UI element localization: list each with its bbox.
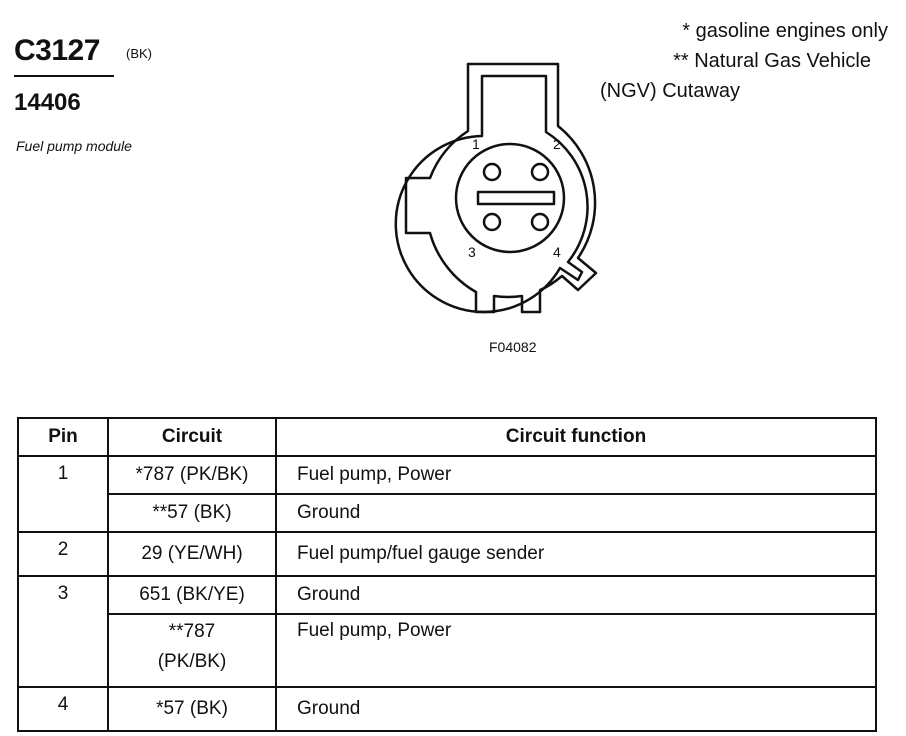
circuit-cell: 29 (YE/WH) (107, 531, 277, 577)
table-row: 3 651 (BK/YE) Ground (17, 575, 877, 688)
housing-outline (404, 62, 598, 314)
part-number: 14406 (14, 89, 81, 116)
note-gasoline: * gasoline engines only (682, 20, 888, 42)
function-cell: Ground (275, 686, 877, 732)
function-cell: Ground (275, 493, 877, 533)
inner-shell (394, 74, 589, 314)
connector-face-diagram: 1 2 3 4 (394, 62, 598, 314)
connector-color: (BK) (126, 46, 152, 61)
pin-hole-2 (530, 162, 550, 182)
circuit-cell: **787 (PK/BK) (107, 613, 277, 688)
table-row: 2 29 (YE/WH) Fuel pump/fuel gauge sender (17, 531, 877, 577)
function-cell: Fuel pump, Power (275, 613, 877, 688)
pin-cell: 4 (17, 686, 109, 732)
connector-description: Fuel pump module (16, 138, 132, 154)
table-row: **57 (BK) Ground (18, 493, 877, 533)
pin-cell: 2 (17, 531, 109, 577)
key-bar (476, 190, 556, 206)
table-row: 4 *57 (BK) Ground (17, 686, 877, 732)
header-circuit: Circuit (107, 417, 277, 457)
function-cell: Fuel pump/fuel gauge sender (275, 531, 877, 577)
connector-id: C3127 (14, 34, 100, 67)
figure-code: F04082 (489, 339, 537, 355)
pin-hole-4 (530, 212, 550, 232)
function-cell: Fuel pump, Power (275, 455, 877, 495)
pin-hole-1 (482, 162, 502, 182)
table-row: **787 (PK/BK) Fuel pump, Power (18, 613, 877, 688)
circuit-cell: *57 (BK) (107, 686, 277, 732)
header-function: Circuit function (275, 417, 877, 457)
pin-label-1: 1 (472, 136, 480, 152)
circuit-line-2: (PK/BK) (157, 651, 227, 672)
note-ngv: ** Natural Gas Vehicle (673, 50, 871, 72)
pin-face (454, 142, 566, 254)
header-pin: Pin (17, 417, 109, 457)
pin-table: Pin Circuit Circuit function 1 *787 (PK/… (17, 417, 877, 732)
pin-hole-3 (482, 212, 502, 232)
function-cell: Ground (275, 575, 877, 615)
pin-label-4: 4 (553, 244, 561, 260)
circuit-cell: 651 (BK/YE) (107, 575, 277, 615)
title-underline (14, 75, 114, 77)
table-row: 1 *787 (PK/BK) Fuel pump, Power (17, 455, 877, 533)
pin-cell: 3 (17, 575, 109, 688)
circuit-cell: *787 (PK/BK) (107, 455, 277, 495)
table-header-row: Pin Circuit Circuit function (17, 417, 877, 457)
note-ngv-cutaway: (NGV) Cutaway (600, 80, 741, 102)
pin-cell: 1 (17, 455, 109, 533)
circuit-line-1: **787 (168, 621, 216, 642)
pin-label-3: 3 (468, 244, 476, 260)
circuit-cell: **57 (BK) (107, 493, 277, 533)
pin-label-2: 2 (553, 136, 561, 152)
